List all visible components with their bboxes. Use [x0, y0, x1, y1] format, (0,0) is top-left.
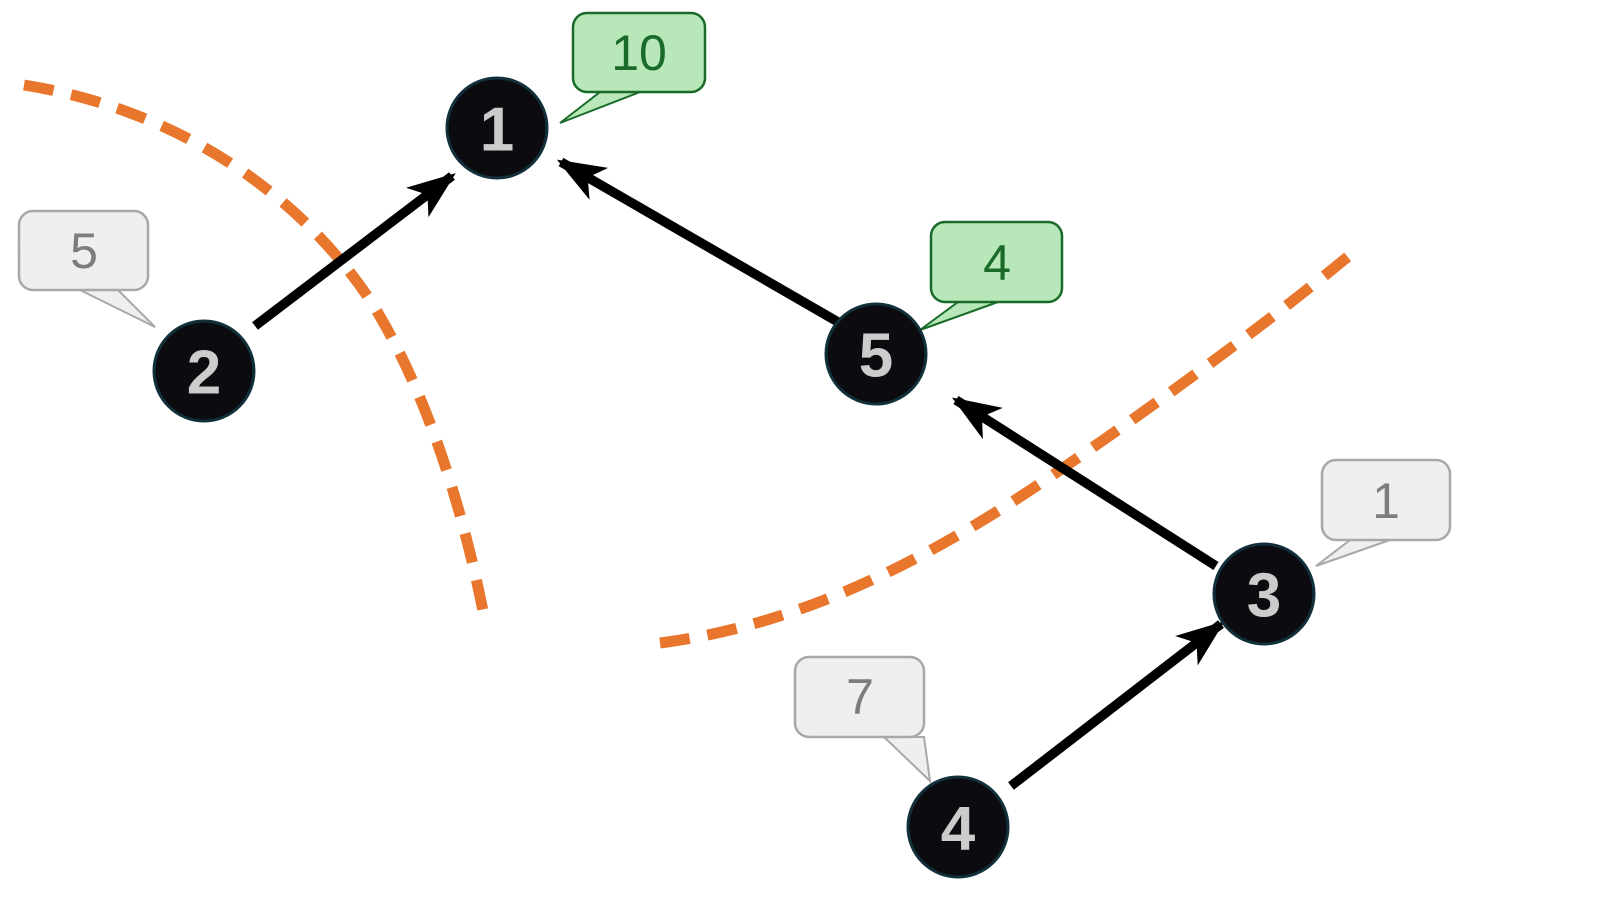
edge-2-1[interactable] — [252, 172, 456, 330]
callout-node-4-value: 7 — [846, 669, 874, 725]
callout-node-5[interactable]: 4 — [919, 220, 1064, 331]
callout-node-5-box — [929, 220, 1064, 304]
callout-node-2-value: 5 — [70, 223, 98, 279]
callout-node-1[interactable]: 10 — [559, 11, 707, 124]
callout-node-2-box — [17, 209, 150, 292]
node-2-circle — [152, 319, 256, 423]
node-5-circle — [824, 302, 928, 406]
callout-node-4-box — [793, 655, 926, 739]
node-3-circle — [1212, 542, 1316, 646]
callout-node-5-value: 4 — [983, 235, 1011, 291]
edge-arrows — [252, 157, 1225, 790]
node-2[interactable]: 2 — [152, 319, 256, 423]
callout-node-3-box — [1320, 458, 1452, 542]
callout-node-3-value: 1 — [1372, 473, 1400, 529]
edge-3-5[interactable] — [951, 395, 1219, 571]
node-4[interactable]: 4 — [906, 775, 1010, 879]
boundary-curve-left — [23, 79, 490, 618]
callout-node-2[interactable]: 5 — [17, 209, 156, 328]
callout-node-3[interactable]: 1 — [1315, 458, 1452, 567]
node-1[interactable]: 1 — [445, 76, 549, 180]
node-1-circle — [445, 76, 549, 180]
node-3[interactable]: 3 — [1212, 542, 1316, 646]
edge-4-3[interactable] — [1008, 620, 1225, 790]
edge-5-1[interactable] — [556, 157, 841, 327]
callout-node-1-value: 10 — [611, 25, 667, 81]
node-4-circle — [906, 775, 1010, 879]
callout-node-4[interactable]: 7 — [793, 655, 932, 784]
node-5[interactable]: 5 — [824, 302, 928, 406]
callout-node-1-box — [571, 11, 707, 94]
